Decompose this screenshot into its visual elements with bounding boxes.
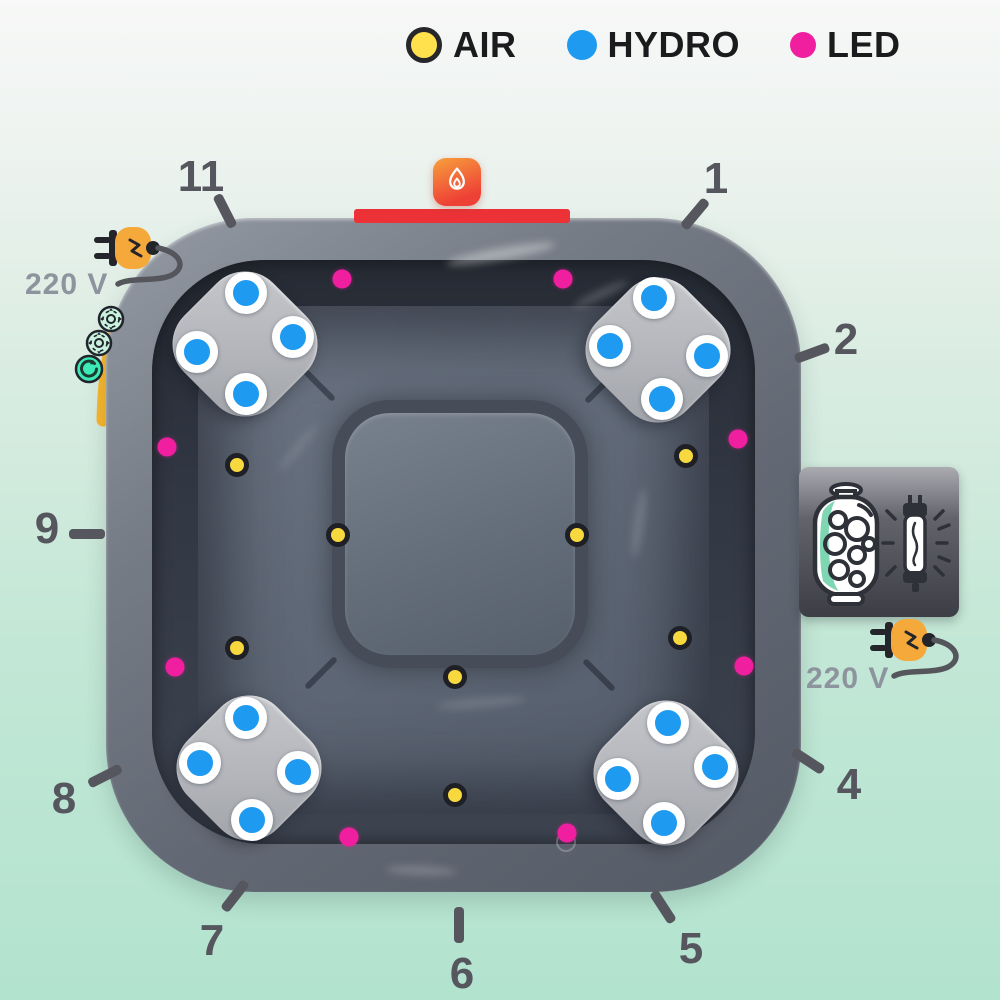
heater-strip bbox=[354, 209, 570, 223]
led-light-dot bbox=[332, 269, 352, 289]
hot-tub-shell bbox=[106, 218, 801, 892]
hydro-legend-dot bbox=[566, 30, 597, 60]
legend-item-hydro: HYDRO bbox=[566, 24, 741, 66]
air-injector-dot bbox=[668, 626, 692, 650]
air-injector-dot bbox=[674, 444, 698, 468]
hydro-jet-dot bbox=[694, 746, 736, 788]
air-injector-dot bbox=[225, 453, 249, 477]
jet-adjust-icon bbox=[85, 329, 113, 357]
led-light-dot bbox=[728, 429, 748, 449]
air-injector-dot bbox=[225, 636, 249, 660]
hydro-jet-dot bbox=[597, 758, 639, 800]
air-injector-dot bbox=[443, 665, 467, 689]
led-light-dot bbox=[557, 823, 577, 843]
legend-label: HYDRO bbox=[607, 24, 741, 65]
equipment-panel bbox=[799, 467, 959, 617]
tick-mark-9 bbox=[69, 529, 105, 539]
legend-label: LED bbox=[827, 24, 901, 65]
hydro-jet-dot bbox=[647, 702, 689, 744]
hydro-jet-dot bbox=[231, 799, 273, 841]
air-injector-dot bbox=[443, 783, 467, 807]
position-number-6: 6 bbox=[449, 949, 475, 998]
hydro-jet-dot bbox=[272, 316, 314, 358]
legend-item-led: LED bbox=[790, 24, 901, 66]
legend: AIR HYDRO LED bbox=[406, 24, 901, 66]
position-number-8: 8 bbox=[51, 774, 77, 823]
legend-label: AIR bbox=[453, 24, 517, 65]
led-legend-dot bbox=[790, 32, 817, 58]
position-number-11: 11 bbox=[177, 152, 225, 201]
uv-lamp-icon bbox=[881, 495, 951, 592]
hydro-jet-dot bbox=[225, 272, 267, 314]
position-number-1: 1 bbox=[703, 154, 729, 203]
hydro-jet-dot bbox=[686, 335, 728, 377]
led-light-dot bbox=[165, 657, 185, 677]
sand-filter-icon bbox=[812, 482, 880, 606]
hydro-jet-dot bbox=[641, 378, 683, 420]
air-legend-dot bbox=[406, 27, 442, 63]
hydro-jet-dot bbox=[225, 697, 267, 739]
footwell bbox=[332, 400, 588, 668]
led-light-dot bbox=[734, 656, 754, 676]
hydro-jet-dot bbox=[179, 742, 221, 784]
led-light-dot bbox=[339, 827, 359, 847]
air-injector-dot bbox=[326, 523, 350, 547]
led-light-dot bbox=[157, 437, 177, 457]
tick-mark-6 bbox=[454, 907, 464, 943]
position-number-7: 7 bbox=[199, 916, 225, 965]
hydro-jet-dot bbox=[633, 277, 675, 319]
jet-adjust-icon bbox=[97, 305, 125, 333]
power-plug-icon bbox=[870, 619, 959, 679]
hydro-jet-dot bbox=[225, 373, 267, 415]
position-number-4: 4 bbox=[836, 760, 862, 809]
flame-icon bbox=[449, 167, 465, 190]
voltage-label-right: 220 V bbox=[806, 662, 890, 695]
heater-badge bbox=[433, 158, 481, 206]
position-number-5: 5 bbox=[678, 924, 704, 973]
led-light-dot bbox=[553, 269, 573, 289]
hydro-jet-dot bbox=[277, 751, 319, 793]
hydro-jet-dot bbox=[176, 331, 218, 373]
voltage-label-left: 220 V bbox=[25, 268, 109, 301]
air-injector-dot bbox=[565, 523, 589, 547]
legend-item-air: AIR bbox=[406, 24, 517, 66]
gloss-highlight bbox=[385, 864, 457, 877]
position-number-2: 2 bbox=[833, 315, 859, 364]
power-plug-icon bbox=[94, 227, 183, 287]
hydro-jet-dot bbox=[643, 802, 685, 844]
position-number-9: 9 bbox=[34, 504, 60, 553]
rotate-jet-icon bbox=[74, 354, 104, 384]
hydro-jet-dot bbox=[589, 325, 631, 367]
